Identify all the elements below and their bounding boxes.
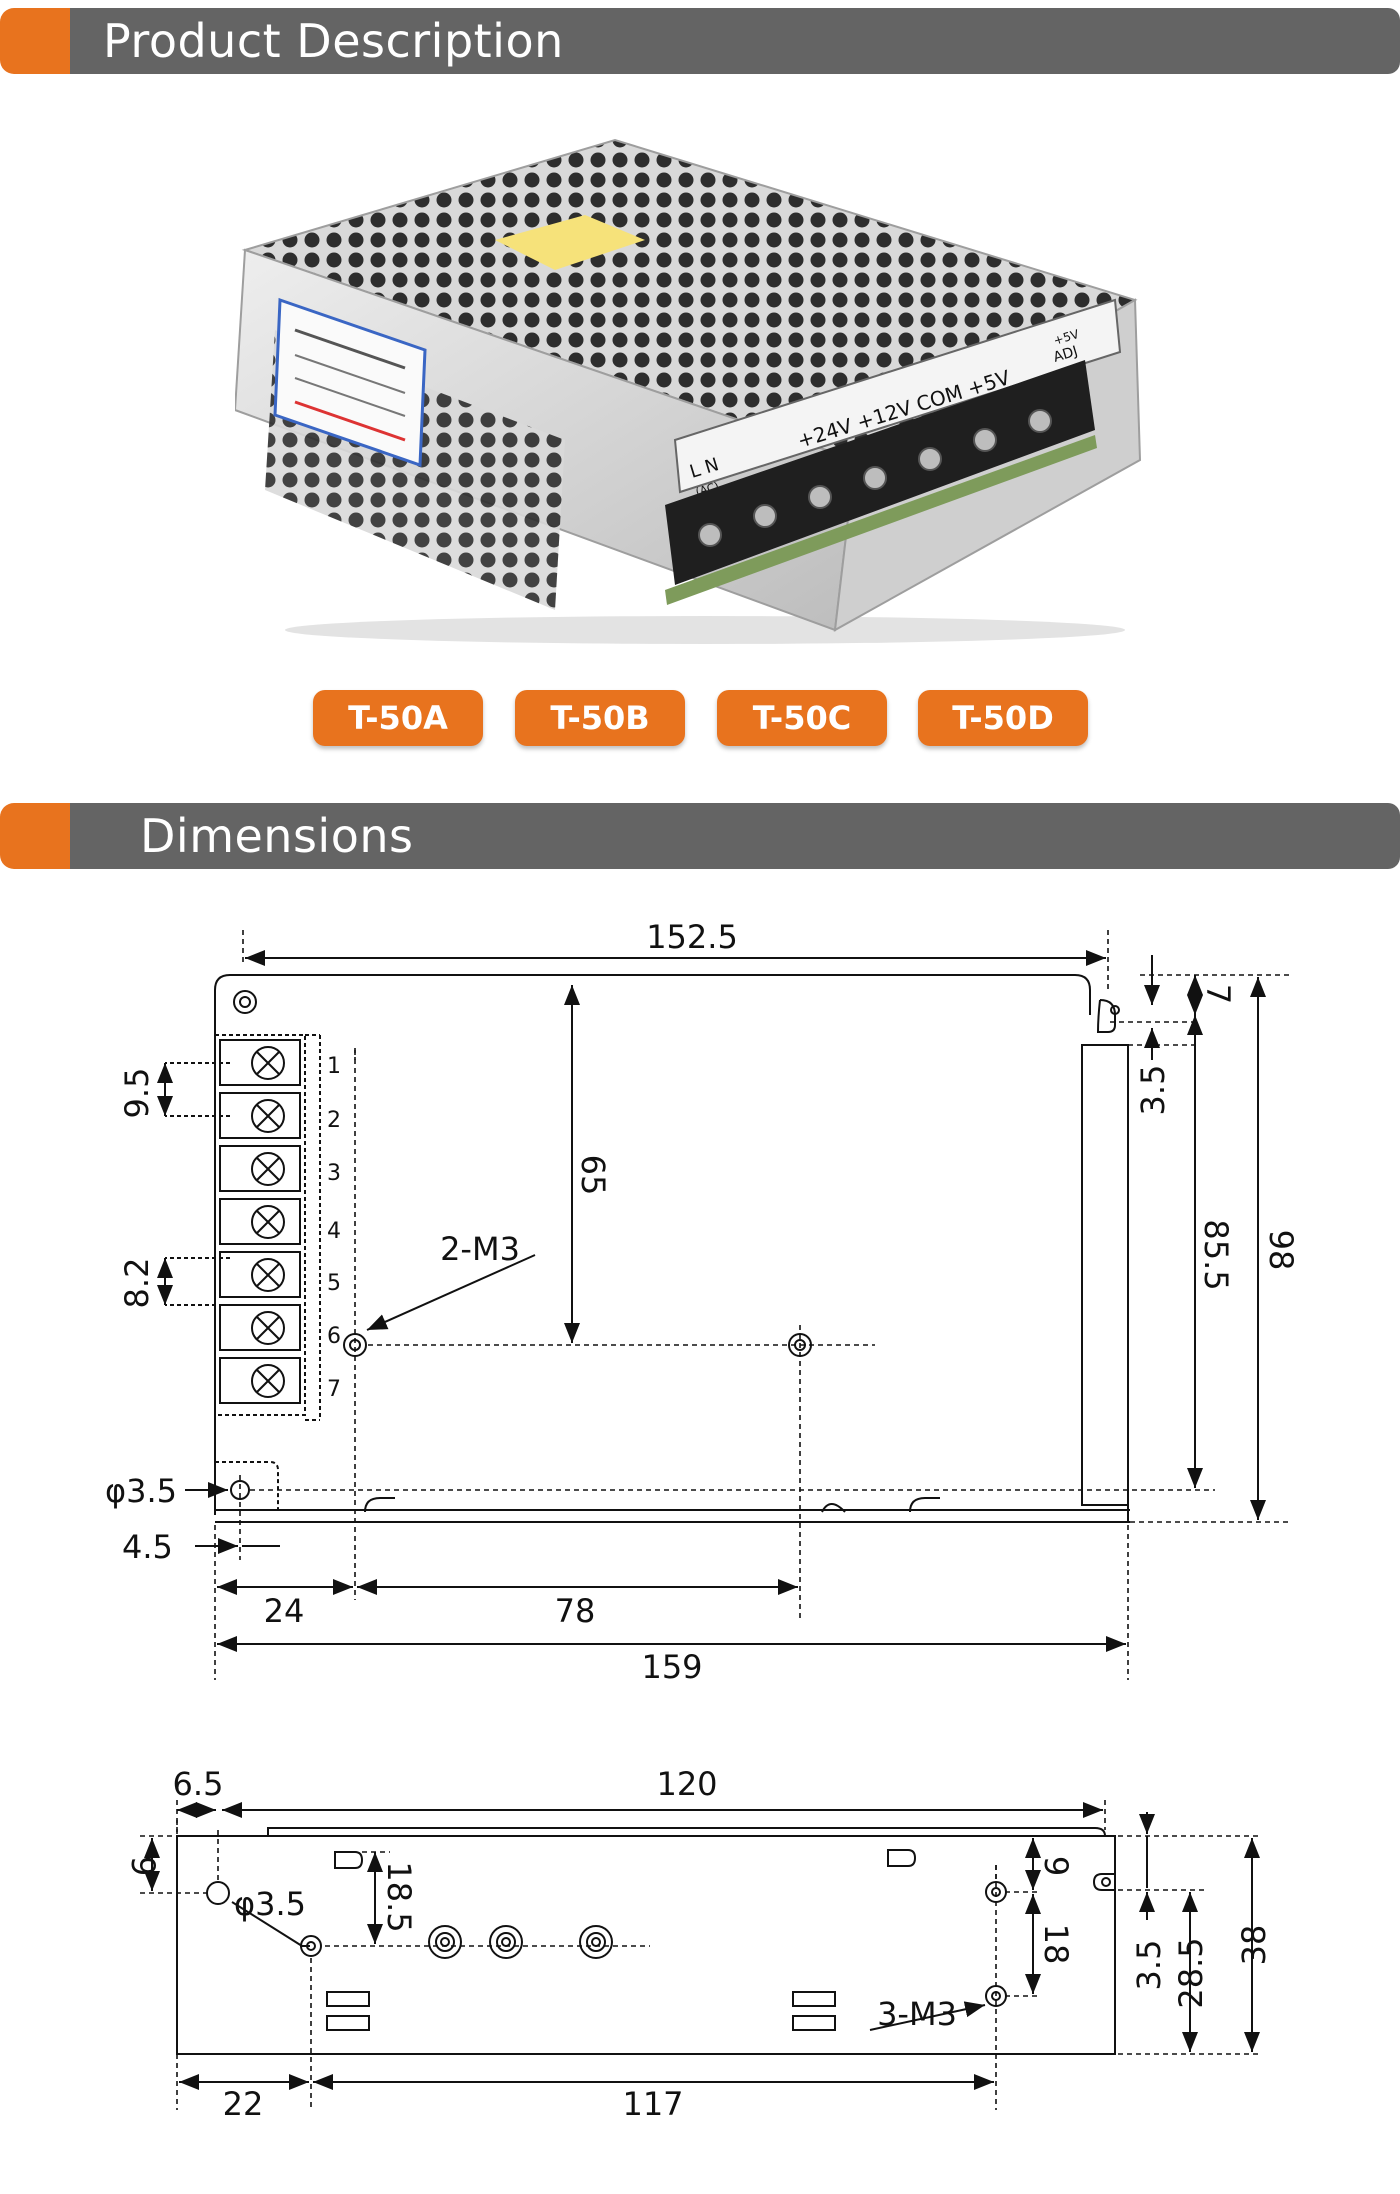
dim-right-3-5: 3.5 — [1130, 1940, 1168, 1991]
dim-right-7: 7 — [1199, 984, 1237, 1004]
terminal-number: 1 — [327, 1054, 341, 1079]
terminal-number: 6 — [327, 1324, 341, 1349]
dim-pitch-9-5: 9.5 — [118, 1068, 156, 1119]
dim-bottom-117: 117 — [622, 2085, 683, 2123]
model-button-t50b[interactable]: T-50B — [515, 690, 685, 746]
dim-screw-3-m3: 3-M3 — [877, 1995, 957, 2033]
terminal-label-adj: ADJ — [1051, 343, 1079, 365]
dim-height-38: 38 — [1235, 1925, 1273, 1966]
model-list: T-50A T-50B T-50C T-50D — [0, 690, 1400, 746]
dim-length-159: 159 — [641, 1648, 702, 1686]
dim-hole-diameter: φ3.5 — [105, 1472, 177, 1510]
terminal-numbers: 1 2 3 4 5 6 7 — [327, 1054, 341, 1402]
header-bar — [70, 803, 1400, 869]
dim-left-9: 9 — [124, 1856, 162, 1876]
dim-right-9: 9 — [1037, 1856, 1075, 1876]
dim-right-98: 98 — [1262, 1230, 1300, 1271]
dim-offset-24: 24 — [264, 1592, 305, 1630]
dim-overall-width: 152.5 — [646, 918, 738, 956]
header-bar — [70, 8, 1400, 74]
top-view-drawing: 1 2 3 4 5 6 7 — [105, 918, 1300, 1686]
side-view-drawing: 6.5 120 9 φ3.5 18.5 9 18 3-M3 3.5 28.5 3… — [124, 1765, 1273, 2123]
model-button-t50a[interactable]: T-50A — [313, 690, 483, 746]
section-header-product: Product Description — [0, 8, 1400, 74]
terminal-number: 3 — [327, 1161, 341, 1186]
dim-bottom-22: 22 — [223, 2085, 264, 2123]
terminal-screws — [219, 1039, 301, 1404]
model-button-t50d[interactable]: T-50D — [918, 690, 1088, 746]
dim-right-18: 18 — [1037, 1924, 1075, 1965]
screw-terminals — [698, 409, 1052, 547]
terminal-number: 4 — [327, 1219, 341, 1244]
section-header-dimensions: Dimensions — [0, 803, 1400, 869]
terminal-number: 5 — [327, 1271, 341, 1296]
model-button-t50c[interactable]: T-50C — [717, 690, 887, 746]
dim-right-85-5: 85.5 — [1197, 1219, 1235, 1290]
dim-hole-diameter: φ3.5 — [234, 1885, 306, 1923]
dim-left-6-5: 6.5 — [173, 1765, 224, 1803]
side-holes — [206, 1877, 1111, 2007]
dim-offset-4-5: 4.5 — [122, 1528, 173, 1566]
dim-spacing-78: 78 — [555, 1592, 596, 1630]
terminal-number: 2 — [327, 1108, 341, 1133]
dim-screw-2-m3: 2-M3 — [440, 1230, 520, 1268]
dim-vertical-65: 65 — [574, 1155, 612, 1196]
dim-depth-18-5: 18.5 — [380, 1861, 418, 1932]
dim-right-3-5: 3.5 — [1134, 1065, 1172, 1116]
product-photo: L N (AC) +24V +12V COM +5V +5V ADJ — [235, 138, 1142, 644]
section-title: Product Description — [103, 14, 564, 68]
section-title: Dimensions — [140, 809, 414, 863]
dim-right-28-5: 28.5 — [1172, 1937, 1210, 2008]
mounting-holes — [230, 990, 1120, 1500]
dim-pitch-8-2: 8.2 — [118, 1258, 156, 1309]
terminal-number: 7 — [327, 1377, 341, 1402]
dim-width-120: 120 — [656, 1765, 717, 1803]
